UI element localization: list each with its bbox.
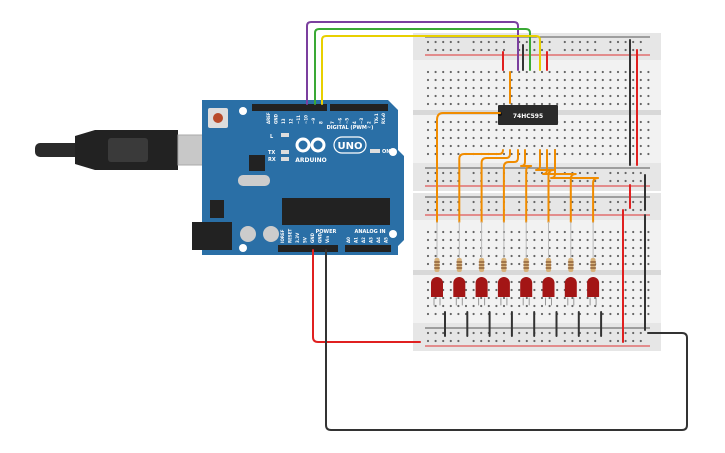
led-legs	[522, 297, 530, 306]
mounting-hole	[389, 148, 397, 156]
wire-red-5v[interactable]	[312, 249, 421, 343]
digital-header-1	[252, 104, 327, 111]
analog-label: ANALOG IN	[354, 229, 385, 235]
resistor-bands	[500, 261, 507, 269]
wire-orange-q0[interactable]	[436, 112, 501, 211]
led-red[interactable]	[587, 277, 600, 297]
digital-pin-label: 4	[352, 121, 357, 124]
mounting-hole	[239, 107, 247, 115]
power-pin-label: 3.3V	[295, 232, 300, 243]
resistor-bands	[545, 261, 552, 269]
resistor-bands	[478, 261, 485, 269]
usb-cable[interactable]	[35, 130, 209, 170]
digital-label: DIGITAL (PWM~)	[327, 125, 374, 131]
digital-pin-label: ~5	[345, 118, 350, 124]
on-label: ON	[382, 149, 390, 155]
digital-pin-label: TX▸1	[374, 113, 379, 124]
led-legs	[589, 297, 597, 306]
power-pin-label: RESET	[288, 229, 293, 243]
led-label-rx: RX	[268, 157, 276, 163]
led-legs	[500, 297, 508, 306]
wire-black-gnd[interactable]	[325, 249, 688, 431]
power-pin-label: 5V	[303, 236, 308, 243]
chip-label: 74HC595	[513, 113, 543, 120]
led-label-tx: TX	[268, 150, 275, 156]
wire-yellow[interactable]	[321, 35, 541, 105]
digital-pin-label: ~3	[359, 118, 364, 124]
analog-pin-label: A3	[369, 237, 374, 243]
digital-pin-label: ~6	[337, 118, 342, 124]
arduino-uno-board[interactable]: L TX RX ON UNO ARDUINO DIGITAL (PWM~) PO…	[192, 100, 404, 255]
analog-pin-label: A2	[361, 237, 366, 243]
mounting-hole	[239, 244, 247, 252]
led-red[interactable]	[564, 277, 577, 297]
wire-orange-q6[interactable]	[542, 149, 577, 223]
led-legs	[455, 297, 463, 306]
wire-orange-q7[interactable]	[550, 149, 600, 223]
led-label-l: L	[270, 134, 274, 140]
power-header	[278, 245, 338, 252]
brand-label: ARDUINO	[295, 157, 326, 164]
power-pin-label: GND	[318, 232, 323, 243]
power-pin-label: IOREF	[280, 229, 285, 243]
led-legs	[545, 297, 552, 306]
analog-header	[345, 245, 391, 252]
atmega-chip	[282, 198, 390, 225]
led-red[interactable]	[542, 277, 555, 297]
analog-pin-label: A0	[346, 237, 351, 243]
wire-green[interactable]	[314, 28, 531, 105]
led-red[interactable]	[520, 277, 533, 297]
led-red[interactable]	[475, 277, 488, 297]
resistor-bands	[434, 261, 440, 269]
digital-header-2	[330, 104, 388, 111]
power-label: POWER	[316, 229, 337, 235]
model-label: UNO	[338, 141, 363, 152]
power-jack	[192, 222, 232, 250]
led-red[interactable]	[431, 277, 443, 297]
wire-purple[interactable]	[306, 21, 519, 105]
led-red[interactable]	[497, 277, 510, 297]
digital-pin-label: ~9	[311, 118, 316, 124]
wire-orange-q1[interactable]	[458, 149, 504, 223]
resistor-bands	[567, 261, 574, 269]
resistor-bands	[523, 261, 530, 269]
analog-pin-label: A1	[354, 237, 359, 243]
digital-pin-label: 12	[289, 118, 294, 124]
wire-orange-q4[interactable]	[520, 149, 533, 223]
wire-orange-q5[interactable]	[535, 149, 555, 223]
digital-pin-label: 13	[281, 118, 286, 124]
shift-register-chip[interactable]: 74HC595	[498, 105, 558, 125]
arduino-logo-icon	[295, 137, 326, 153]
digital-pin-label: RX◂0	[381, 113, 386, 124]
led-legs	[433, 297, 441, 306]
mounting-hole	[389, 230, 397, 238]
resistor-bands	[590, 261, 597, 269]
led-legs	[567, 297, 575, 306]
wire-orange-q2[interactable]	[480, 149, 511, 223]
crystal	[238, 175, 270, 186]
digital-pin-label: GND	[274, 113, 279, 124]
wire-orange-q3[interactable]	[502, 149, 519, 223]
digital-pin-label: ~10	[304, 115, 309, 124]
digital-pin-label: 2	[367, 121, 372, 124]
digital-pin-label: AREF	[266, 112, 271, 124]
led-legs	[478, 297, 486, 306]
led-red[interactable]	[453, 277, 466, 297]
power-pin-label: GND	[310, 232, 315, 243]
power-pin-label: Vin	[325, 236, 330, 243]
digital-pin-label: ~11	[296, 115, 301, 124]
breadboard-bottom[interactable]	[413, 193, 661, 351]
analog-pin-label: A5	[384, 237, 389, 243]
resistor-bands	[456, 261, 463, 269]
analog-pin-label: A4	[376, 237, 381, 243]
digital-pin-label: 8	[319, 121, 324, 124]
digital-pin-label: 7	[330, 121, 335, 124]
